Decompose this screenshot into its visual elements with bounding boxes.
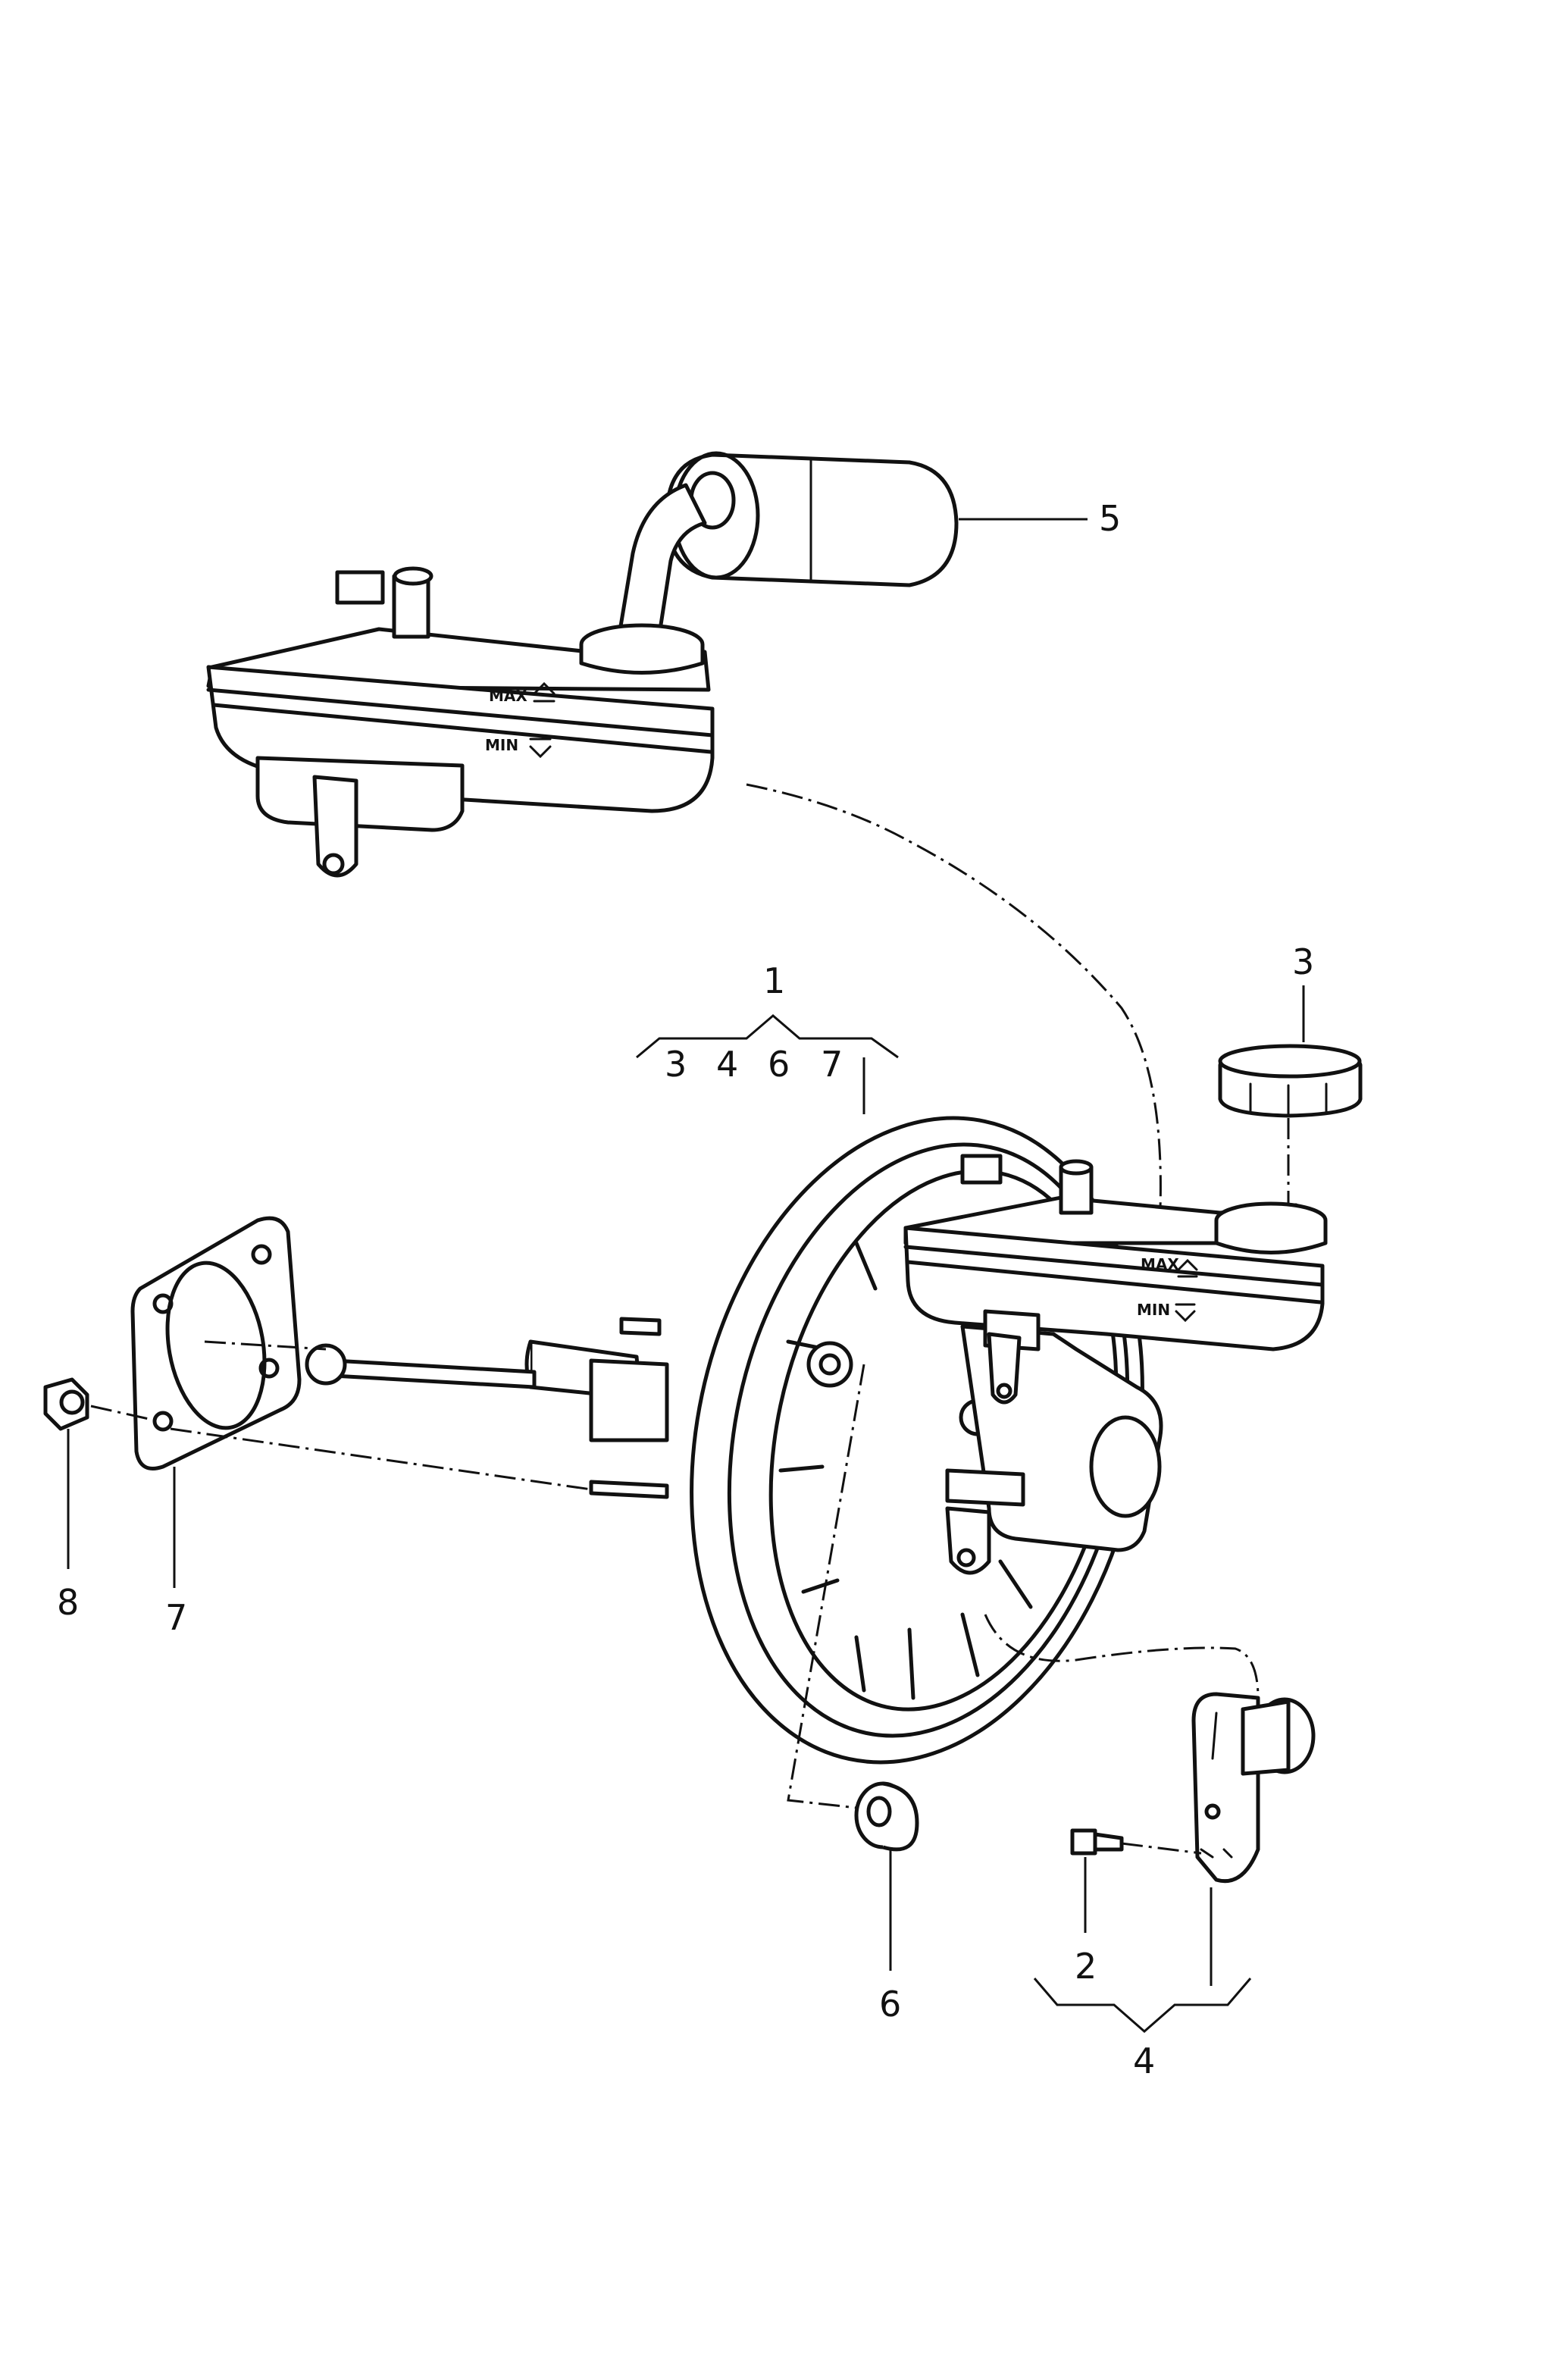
callout-5-label: 5: [1099, 498, 1121, 539]
push-rod-and-flange: [305, 1317, 669, 1499]
callout-1-item-6: 6: [768, 1044, 790, 1085]
stud-axis-line-2: [90, 1405, 160, 1423]
callout-6: 6: [879, 1849, 901, 2025]
sender-bolt: [1070, 1828, 1124, 1856]
callout-1-item-7: 7: [821, 1044, 843, 1085]
callout-4-label: 4: [1133, 2040, 1155, 2081]
lower-reservoir: MAX MIN: [903, 1154, 1328, 1405]
reservoir-filling-assembly: MAX MIN: [206, 451, 959, 878]
callout-4: 4: [1033, 1887, 1252, 2081]
callout-5: 5: [959, 498, 1121, 539]
nut: [43, 1377, 89, 1431]
upper-reservoir-max-mark: MAX: [489, 687, 527, 705]
grommet-connector-line: [787, 1364, 865, 1809]
callout-8: 8: [57, 1429, 79, 1623]
callout-3: 3: [1292, 941, 1314, 1042]
filling-bottle: [665, 451, 959, 587]
reservoir-cap: [1218, 1044, 1363, 1118]
lower-reservoir-max-mark: MAX: [1141, 1255, 1179, 1273]
callout-8-label: 8: [57, 1582, 79, 1623]
callout-2-label: 2: [1075, 1946, 1097, 1987]
callout-2: 2: [1075, 1857, 1097, 1987]
callout-1-label: 1: [763, 960, 785, 1001]
callout-3-label: 3: [1292, 941, 1314, 982]
grommet: [854, 1781, 919, 1852]
sender-connector-line: [984, 1614, 1260, 1699]
callout-6-label: 6: [879, 1984, 901, 2025]
sender-bolt-axis-line: [1121, 1842, 1202, 1855]
callout-1-item-4: 4: [716, 1044, 738, 1085]
callout-7: 7: [165, 1467, 187, 1638]
pressure-sender: [1191, 1692, 1316, 1884]
stud-axis-line-3: [170, 1427, 592, 1491]
filling-hose: [615, 483, 707, 647]
upper-reservoir-min-mark: MIN: [485, 736, 518, 754]
lower-reservoir-min-mark: MIN: [1137, 1301, 1170, 1319]
callout-1: 1 3 4 6 7: [636, 960, 899, 1114]
callout-1-item-3: 3: [665, 1044, 687, 1085]
reservoir-connector-line: [746, 783, 1162, 1229]
stud-axis-line-1: [204, 1340, 327, 1351]
callout-7-label: 7: [165, 1597, 187, 1638]
upper-reservoir: MAX MIN: [206, 566, 715, 878]
